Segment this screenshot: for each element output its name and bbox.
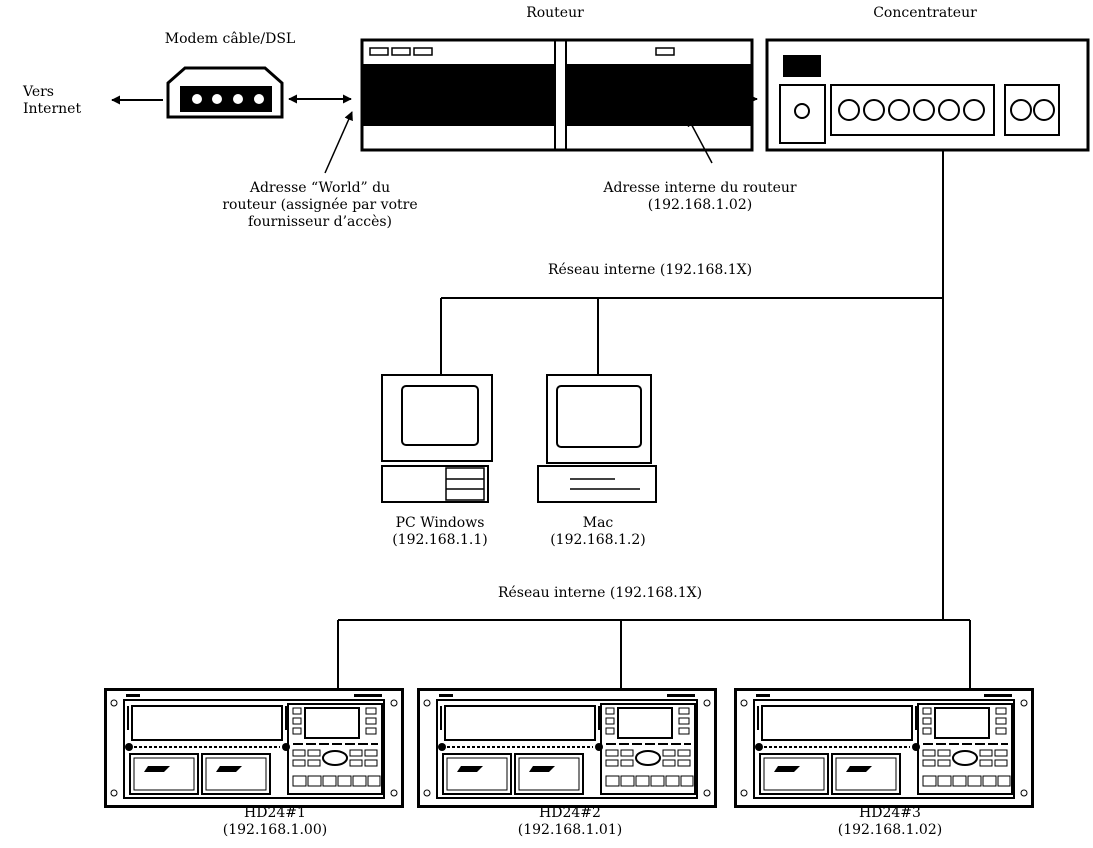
modem-icon bbox=[166, 66, 284, 119]
hd24-recorder-1-icon bbox=[104, 688, 404, 808]
world-address-pointer bbox=[324, 111, 353, 174]
mac-name: Mac bbox=[582, 515, 614, 531]
internal-address-line-1: Adresse interne du routeur bbox=[603, 180, 797, 196]
internal-address-line-2: (192.168.1.02) bbox=[647, 197, 753, 213]
hd24-2-name: HD24#2 bbox=[539, 805, 601, 821]
router-label: Routeur bbox=[526, 5, 584, 21]
network-bottom-label: Réseau interne (192.168.1X) bbox=[497, 585, 703, 601]
hd24-recorder-2-icon bbox=[417, 688, 717, 808]
hd24-3-name: HD24#3 bbox=[859, 805, 921, 821]
internet-label-line-1: Vers bbox=[23, 84, 54, 100]
hd24-3-ip: (192.168.1.02) bbox=[837, 822, 943, 838]
hub-icon bbox=[765, 38, 1090, 152]
hd24-1-ip: (192.168.1.00) bbox=[222, 822, 328, 838]
internal-address-label: Adresse interne du routeur (192.168.1.02… bbox=[580, 180, 820, 214]
modem-label: Modem câble/DSL bbox=[164, 31, 296, 47]
mac-label: Mac (192.168.1.2) bbox=[518, 515, 678, 549]
router-icon bbox=[360, 38, 754, 152]
mac-desktop-icon bbox=[537, 374, 657, 503]
network-cabling bbox=[337, 150, 971, 688]
mac-ip: (192.168.1.2) bbox=[550, 532, 646, 548]
world-address-line-3: fournisseur d’accès) bbox=[248, 214, 392, 230]
internal-address-pointer bbox=[687, 117, 713, 164]
hd24-2-ip: (192.168.1.01) bbox=[517, 822, 623, 838]
hd24-3-label: HD24#3 (192.168.1.02) bbox=[810, 805, 970, 839]
hd24-recorder-3-icon bbox=[734, 688, 1034, 808]
pc-windows-ip: (192.168.1.1) bbox=[392, 532, 488, 548]
world-address-label: Adresse “World” du routeur (assignée par… bbox=[200, 180, 440, 231]
hd24-1-label: HD24#1 (192.168.1.00) bbox=[195, 805, 355, 839]
internet-label: Vers Internet bbox=[23, 84, 81, 118]
pc-windows-label: PC Windows (192.168.1.1) bbox=[360, 515, 520, 549]
network-top-label: Réseau interne (192.168.1X) bbox=[547, 262, 753, 278]
hd24-2-label: HD24#2 (192.168.1.01) bbox=[490, 805, 650, 839]
hub-label: Concentrateur bbox=[873, 5, 977, 21]
pc-tower-icon bbox=[381, 374, 493, 503]
world-address-line-1: Adresse “World” du bbox=[249, 180, 391, 196]
pc-windows-name: PC Windows bbox=[395, 515, 485, 531]
world-address-line-2: routeur (assignée par votre bbox=[222, 197, 418, 213]
hd24-1-name: HD24#1 bbox=[244, 805, 306, 821]
internet-label-line-2: Internet bbox=[23, 101, 82, 117]
